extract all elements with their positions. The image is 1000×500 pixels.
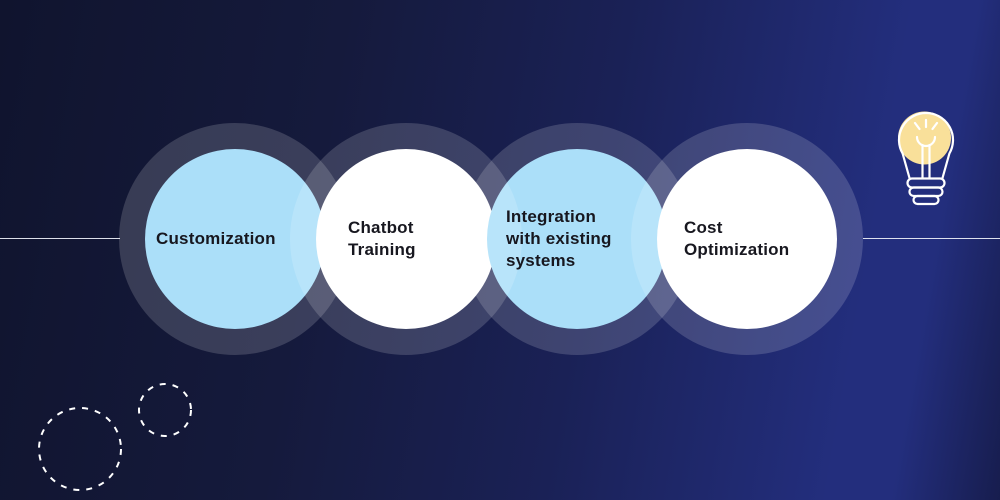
circle-customization-halo [119,123,351,355]
circle-cost-optimization-halo [631,123,863,355]
divider-line-right [863,237,1000,240]
circle-integration-fill [487,149,667,329]
bulb-glow-circle [898,111,951,165]
divider-line-left [0,237,120,240]
circle-customization-fill [145,149,325,329]
circle-cost-optimization-label: Cost Optimization [684,218,790,259]
dashed-circle-large [38,407,122,491]
circle-chatbot-training-label: Chatbot Training [348,218,416,259]
circle-cost-optimization-fill [657,149,837,329]
bulb-outline [897,112,955,206]
circle-integration-label: Integration with existing systems [506,207,612,270]
circle-chatbot-training-halo [290,123,522,355]
dashed-circles-decoration [38,383,192,491]
circle-integration-halo [461,123,693,355]
lightbulb-icon [897,111,955,206]
circle-chatbot-training-fill [316,149,496,329]
circle-customization-label: Customization [156,229,276,248]
dashed-circle-small [138,383,192,437]
